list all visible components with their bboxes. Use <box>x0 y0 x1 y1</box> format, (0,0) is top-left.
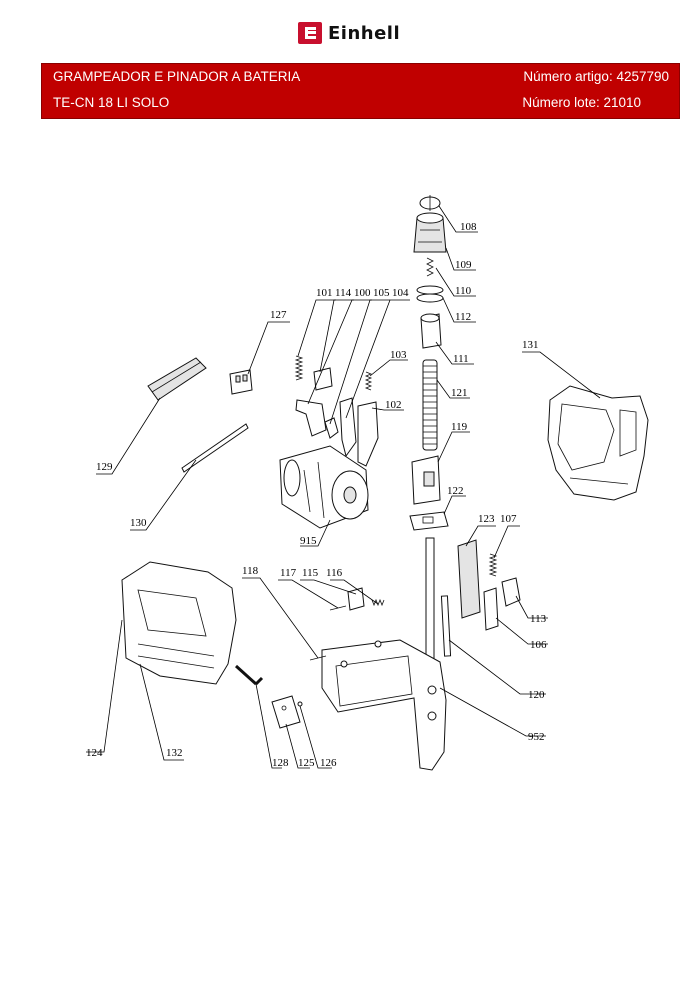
callout-119: 119 <box>451 421 468 433</box>
nose-body-952-part <box>321 639 447 771</box>
callout-124: 124 <box>86 747 103 759</box>
callout-915: 915 <box>300 535 317 547</box>
lever-105-part <box>324 417 339 439</box>
screw-126-part <box>297 701 303 707</box>
callout-128: 128 <box>272 757 289 769</box>
brand-name: Einhell <box>328 22 401 44</box>
spring-116-part <box>371 598 385 607</box>
callout-125: 125 <box>298 757 315 769</box>
callout-126: 126 <box>320 757 337 769</box>
callout-114: 114 <box>335 287 352 299</box>
callout-100: 100 <box>354 287 371 299</box>
piston-cap-109-part <box>413 212 447 253</box>
hex-key-128-part <box>234 664 264 686</box>
callout-130: 130 <box>130 517 147 529</box>
callout-121: 121 <box>451 387 468 399</box>
magazine-rail-129-part <box>147 357 207 401</box>
callout-110: 110 <box>455 285 472 297</box>
callout-103: 103 <box>390 349 407 361</box>
product-model: TE-CN 18 LI SOLO <box>53 95 170 110</box>
callout-106: 106 <box>530 639 547 651</box>
callout-952: 952 <box>528 731 545 743</box>
block-115-part <box>347 587 365 611</box>
callout-132: 132 <box>166 747 183 759</box>
lot-number: Número lote: 21010 <box>522 95 641 110</box>
callout-118: 118 <box>242 565 259 577</box>
einhell-logo: Einhell <box>298 20 400 46</box>
callout-117: 117 <box>280 567 297 579</box>
motor-915-part <box>279 445 369 529</box>
callout-115: 115 <box>302 567 319 579</box>
callout-107: 107 <box>500 513 517 525</box>
callout-labels: 108 109 110 112 111 121 119 122 101 114 … <box>86 221 547 769</box>
spring-101-part <box>294 355 304 381</box>
header-band: GRAMPEADOR E PINADOR A BATERIA TE-CN 18 … <box>41 63 680 119</box>
plate-122-part <box>409 511 449 531</box>
spring-107-part <box>488 553 498 577</box>
callout-116: 116 <box>326 567 343 579</box>
cap-108-part <box>419 195 441 211</box>
pusher-106-part <box>483 587 499 631</box>
lever-104-part <box>339 397 357 458</box>
housing-half-132-part <box>121 561 237 685</box>
callout-101: 101 <box>316 287 333 299</box>
plate-125-part <box>271 695 301 729</box>
guide-block-119-part <box>411 455 441 505</box>
callout-122: 122 <box>447 485 464 497</box>
main-spring-121-part <box>422 359 438 451</box>
magazine-strip-130-part <box>181 423 249 473</box>
callout-111: 111 <box>453 353 469 365</box>
callout-105: 105 <box>373 287 390 299</box>
leader-lines <box>86 205 601 769</box>
product-title: GRAMPEADOR E PINADOR A BATERIA <box>53 69 301 84</box>
callout-113: 113 <box>530 613 547 625</box>
callout-102: 102 <box>385 399 402 411</box>
trigger-100-part <box>295 399 327 437</box>
callout-108: 108 <box>460 221 477 233</box>
callout-109: 109 <box>455 259 472 271</box>
switch-114-part <box>313 367 333 391</box>
spring-103-part <box>364 371 373 391</box>
driver-blade-part <box>425 537 435 671</box>
magazine-123-part <box>457 539 481 619</box>
safety-102-part <box>357 401 379 467</box>
einhell-logo-icon <box>298 22 322 44</box>
callout-129: 129 <box>96 461 113 473</box>
battery-clip-127-part <box>229 369 253 395</box>
latch-113-part <box>501 577 521 607</box>
callout-104: 104 <box>392 287 409 299</box>
callout-127: 127 <box>270 309 287 321</box>
callout-112: 112 <box>455 311 471 323</box>
callout-120: 120 <box>528 689 545 701</box>
article-number: Número artigo: 4257790 <box>523 69 669 84</box>
spring-110-part <box>426 257 434 277</box>
piston-111-part <box>420 313 442 349</box>
o-rings-112-part <box>416 285 444 303</box>
housing-half-131-part <box>547 385 649 501</box>
callout-131: 131 <box>522 339 539 351</box>
callout-123: 123 <box>478 513 495 525</box>
rod-120-part <box>440 595 452 657</box>
